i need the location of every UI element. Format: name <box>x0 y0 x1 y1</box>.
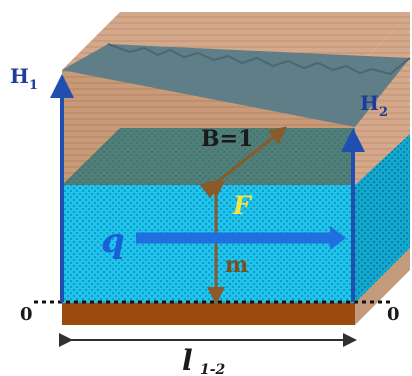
label-flow: q <box>101 221 125 261</box>
impermeable-base-side <box>355 248 410 325</box>
water-side-face <box>355 134 410 303</box>
impermeable-base <box>62 303 355 325</box>
label-h1-sub: 1 <box>29 78 38 93</box>
label-h1: H <box>10 64 29 88</box>
flow-arrow-head-icon <box>330 226 346 250</box>
label-h2: H <box>360 91 379 115</box>
label-thickness: m <box>225 252 248 278</box>
label-right-zero: 0 <box>387 304 400 325</box>
label-width: B=1 <box>201 126 253 152</box>
label-h2-sub: 2 <box>379 105 388 120</box>
label-length-sub: 1-2 <box>200 362 226 376</box>
label-area: F <box>232 191 253 220</box>
label-left-zero: 0 <box>20 304 33 325</box>
label-length: l <box>182 344 193 376</box>
width-arrow-icon <box>199 126 288 199</box>
surface-jagged-edge <box>107 43 411 76</box>
